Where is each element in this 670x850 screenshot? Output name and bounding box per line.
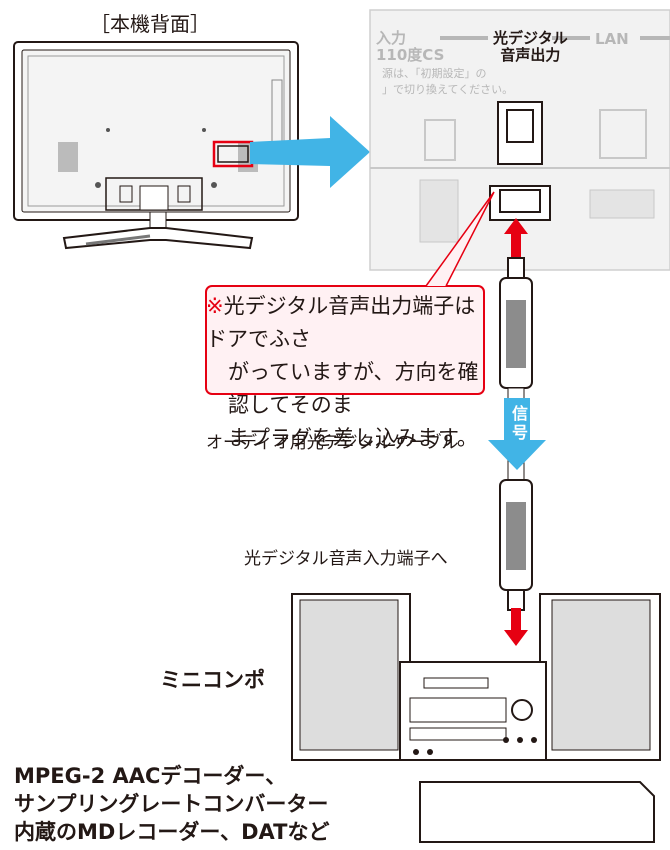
cable-label: オーディオ用光デジタルケーブル <box>206 433 459 453</box>
mini-component-stereo <box>291 593 661 761</box>
device-line1: MPEG-2 AACデコーダー、 <box>14 764 287 788</box>
terminal-label-optical-line1: 光デジタル <box>493 29 568 47</box>
terminal-note: 源は、「初期設定」の 」で切り換えてください。 <box>382 66 513 98</box>
terminal-label-optical-line2: 音声出力 <box>500 46 561 64</box>
md-recorder-device <box>419 781 655 843</box>
note-mark: ※ <box>206 294 224 318</box>
terminal-label-input: 入力 110度CS <box>376 30 444 64</box>
terminal-note-line1: 源は、「初期設定」の <box>382 67 487 80</box>
device-line3: 内蔵のMDレコーダー、DATなど <box>14 820 330 844</box>
signal-arrow <box>488 398 546 470</box>
callout-line2: がっていますが、方向を確認してそのま <box>228 360 479 417</box>
callout-line1-text: 光デジタル音声出力端子はドアでふさ <box>206 294 476 351</box>
stereo-label: ミニコンポ <box>160 668 265 692</box>
signal-char-2: 号 <box>511 423 528 442</box>
tv-back-illustration <box>13 41 299 250</box>
terminal-label-input-line1: 入力 <box>376 29 407 47</box>
red-insert-arrow <box>504 218 528 258</box>
device-list: MPEG-2 AACデコーダー、 サンプリングレートコンバーター 内蔵のMDレコ… <box>14 762 330 846</box>
callout-line1: ※光デジタル音声出力端子はドアでふさ <box>206 290 486 356</box>
callout-box <box>205 191 495 395</box>
callout-text: ※光デジタル音声出力端子はドアでふさ がっていますが、方向を確認してそのま まプ… <box>206 290 486 455</box>
signal-label: 信 号 <box>509 404 531 442</box>
optical-cable <box>499 257 533 611</box>
input-terminal-label: 光デジタル音声入力端子へ <box>244 549 448 569</box>
terminal-note-line2: 」で切り換えてください。 <box>382 83 514 96</box>
callout-line3: まプラグを差し込みます。 <box>228 426 478 450</box>
terminal-label-input-line2: 110度CS <box>376 46 445 64</box>
tv-back-title: ［本機背面］ <box>90 12 210 36</box>
blue-pointer-arrow <box>250 116 370 188</box>
device-line2: サンプリングレートコンバーター <box>14 792 329 816</box>
red-output-arrow <box>504 608 528 646</box>
terminal-label-lan: LAN <box>595 30 629 48</box>
terminal-label-optical: 光デジタル 音声出力 <box>493 30 568 64</box>
signal-char-1: 信 <box>511 404 528 423</box>
